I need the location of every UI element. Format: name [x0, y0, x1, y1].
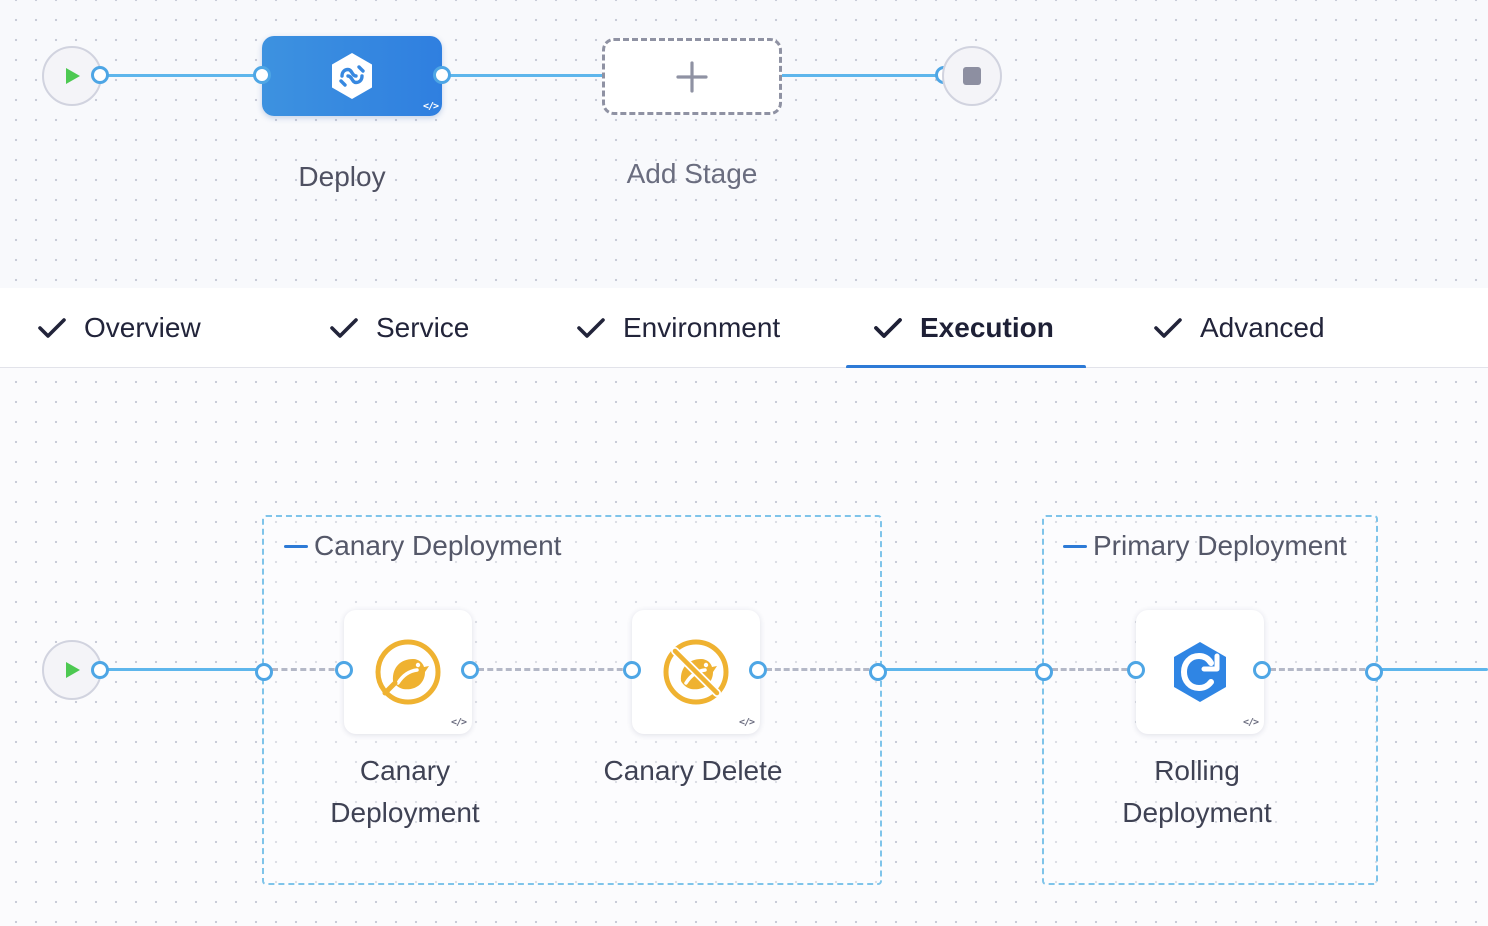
step-group-title[interactable]: Primary Deployment: [1063, 530, 1347, 562]
tab-advanced[interactable]: Advanced: [1152, 288, 1325, 368]
connector-start-group1: [100, 668, 264, 671]
step-rolling-deployment[interactable]: </>: [1136, 610, 1264, 734]
tab-label: Advanced: [1200, 312, 1325, 343]
pipeline-end-node[interactable]: [942, 46, 1002, 106]
step-label-line: Deployment: [330, 797, 480, 828]
connector-group2-end: [1374, 668, 1488, 671]
canary-delete-icon: [663, 639, 729, 705]
group-input-port[interactable]: [1035, 663, 1053, 681]
execution-start-node[interactable]: [42, 640, 102, 700]
connector-dashed: [272, 668, 344, 671]
tab-label: Overview: [84, 312, 201, 343]
tab-environment[interactable]: Environment: [575, 288, 780, 368]
group-output-port[interactable]: [869, 663, 887, 681]
connector-group1-group2: [878, 668, 1044, 671]
step-group-title[interactable]: Canary Deployment: [284, 530, 561, 562]
check-icon: [328, 312, 360, 344]
stage-name: Deploy: [298, 161, 386, 192]
tab-service[interactable]: Service: [328, 288, 469, 368]
collapse-icon[interactable]: [1063, 544, 1087, 548]
step-input-port[interactable]: [335, 661, 353, 679]
connector-dashed: [766, 668, 878, 671]
group-title-text: Canary Deployment: [314, 530, 562, 561]
connector-add-end: [780, 74, 944, 77]
active-tab-indicator: [846, 365, 1086, 369]
step-input-port[interactable]: [1127, 661, 1145, 679]
tab-label: Service: [376, 312, 470, 343]
group-input-port[interactable]: [255, 663, 273, 681]
group-title-text: Primary Deployment: [1093, 530, 1347, 561]
step-output-port[interactable]: [1253, 661, 1271, 679]
rolling-deployment-icon: [1174, 642, 1226, 702]
step-label-line: Canary Delete: [603, 755, 783, 786]
connector-dashed: [1052, 668, 1136, 671]
tab-execution[interactable]: Execution: [872, 288, 1054, 368]
step-output-port[interactable]: [749, 661, 767, 679]
step-label-line: Rolling: [1154, 755, 1240, 786]
stage-yaml-badge-icon[interactable]: </>: [422, 101, 439, 112]
check-icon: [36, 312, 68, 344]
stage-output-port[interactable]: [433, 66, 451, 84]
step-label: Canary Delete: [583, 750, 803, 792]
step-label: Canary Deployment: [300, 750, 510, 834]
step-input-port[interactable]: [623, 661, 641, 679]
collapse-icon[interactable]: [284, 544, 308, 548]
canary-bird-icon: [375, 639, 441, 705]
stage-input-port[interactable]: [253, 66, 271, 84]
deploy-stage-icon: [332, 53, 372, 99]
connector-dashed: [1270, 668, 1374, 671]
yaml-badge-icon[interactable]: </>: [450, 717, 467, 728]
play-icon: [66, 68, 80, 84]
yaml-badge-icon[interactable]: </>: [1242, 717, 1259, 728]
step-label-line: Canary: [359, 755, 451, 786]
plus-icon: [676, 60, 708, 93]
step-canary-deployment[interactable]: </>: [344, 610, 472, 734]
connector-dashed: [478, 668, 632, 671]
add-stage-label[interactable]: Add Stage: [626, 158, 758, 189]
check-icon: [1152, 312, 1184, 344]
step-label: Rolling Deployment: [1092, 750, 1302, 834]
stage-deploy-node[interactable]: </>: [262, 36, 442, 116]
execution-start-port[interactable]: [91, 661, 109, 679]
step-canary-delete[interactable]: </>: [632, 610, 760, 734]
tab-label: Environment: [623, 312, 781, 343]
step-output-port[interactable]: [461, 661, 479, 679]
yaml-badge-icon[interactable]: </>: [738, 717, 755, 728]
stage-tabs: Overview Service Environment Execution A…: [0, 288, 1488, 368]
check-icon: [575, 312, 607, 344]
check-icon: [872, 312, 904, 344]
tab-overview[interactable]: Overview: [36, 288, 201, 368]
tab-label: Execution: [920, 312, 1054, 343]
connector-stage-add: [442, 74, 604, 77]
step-label-line: Deployment: [1122, 797, 1272, 828]
play-icon: [66, 662, 80, 678]
pipeline-start-port[interactable]: [91, 66, 109, 84]
add-stage-button[interactable]: [602, 38, 782, 115]
stop-icon: [963, 67, 981, 85]
group-output-port[interactable]: [1365, 663, 1383, 681]
connector-start-stage: [100, 74, 262, 77]
